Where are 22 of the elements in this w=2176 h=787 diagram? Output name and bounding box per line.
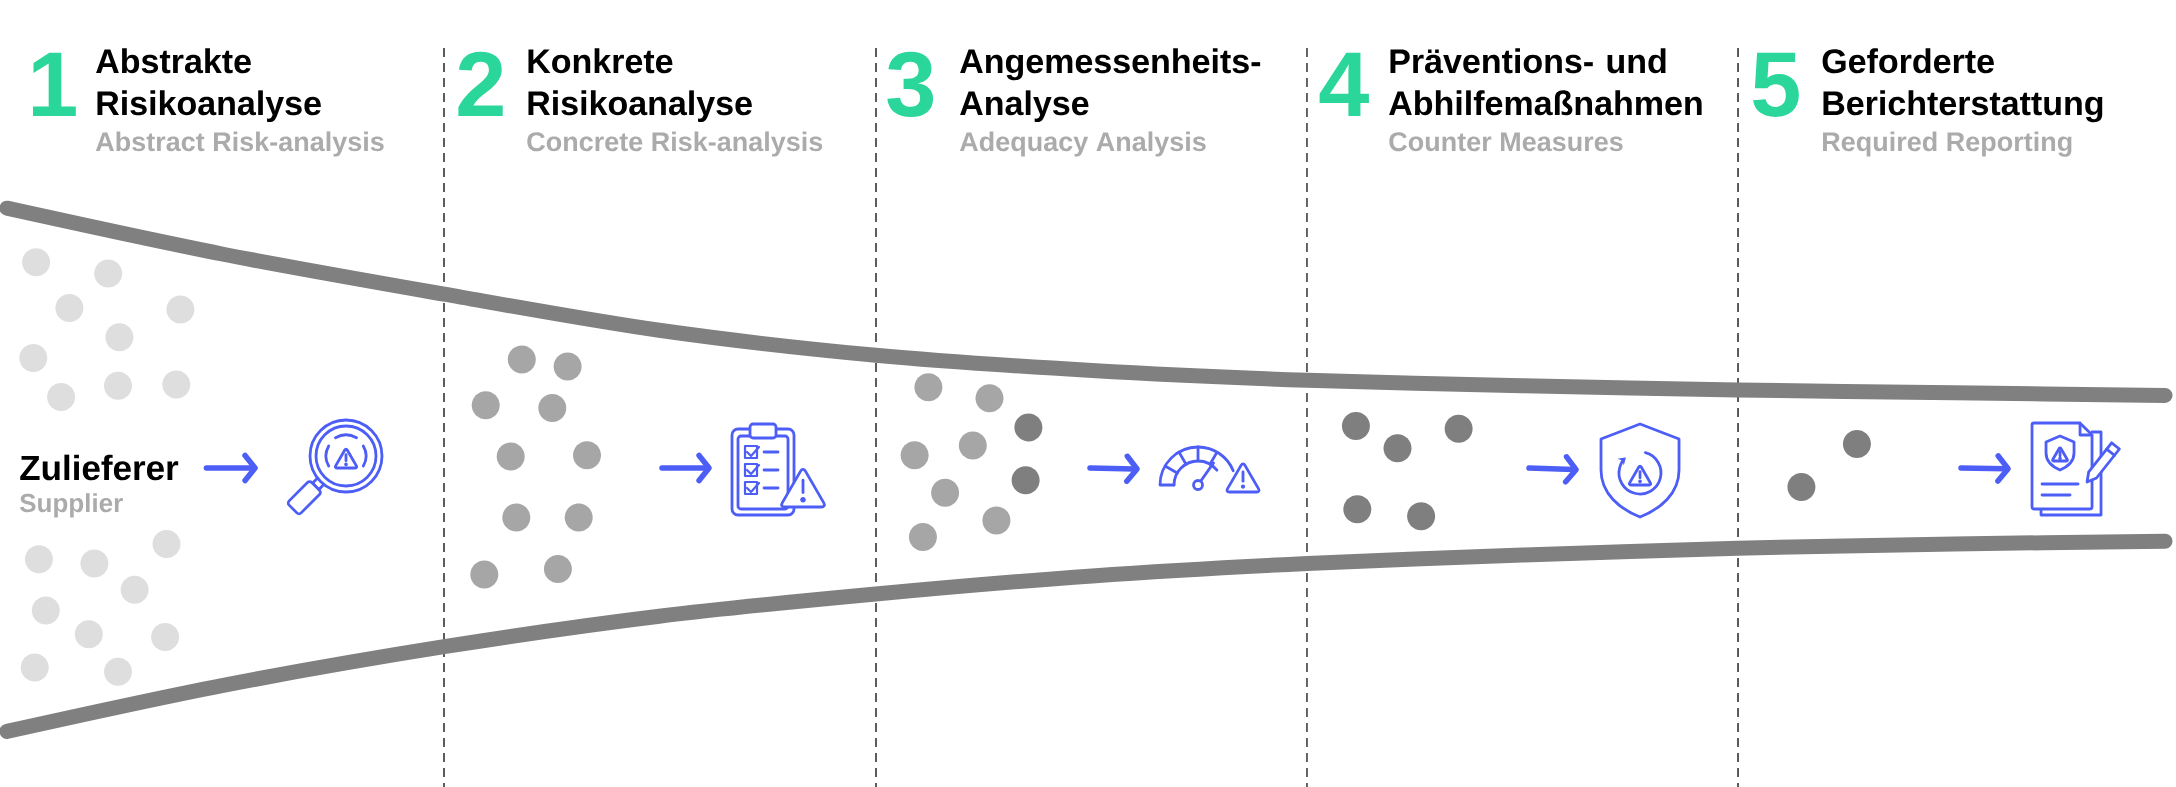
clipboard-icon	[730, 422, 826, 517]
step-number: 2	[458, 51, 503, 116]
step-number: 3	[887, 51, 934, 118]
step-number: 5	[1753, 52, 1799, 117]
node-label: Zulieferer	[20, 454, 179, 481]
step-title: Geforderte Berichterstattung	[1822, 48, 2103, 123]
step-title: Abstrakte Risikoanalyse	[96, 48, 321, 123]
gauge-icon	[1158, 445, 1261, 494]
step-subtitle: Counter Measures	[1389, 132, 1623, 152]
step-subtitle: Abstract Risk-analysis	[95, 131, 384, 157]
step-subtitle: Concrete Risk-analysis	[527, 131, 823, 157]
step-number: 4	[1319, 52, 1369, 116]
step-title: Angemessenheits- Analyse	[960, 48, 1261, 123]
shield-icon	[1599, 422, 1681, 519]
step-subtitle: Required Reporting	[1823, 131, 2072, 157]
step-title: Präventions- und Abhilfemaßnahmen	[1389, 48, 1702, 116]
magnifier-icon	[286, 418, 384, 516]
step-number: 1	[33, 52, 76, 116]
step-title: Konkrete Risikoanalyse	[528, 48, 752, 123]
node-sublabel: Supplier	[19, 493, 123, 518]
document-icon	[2030, 421, 2121, 517]
step-subtitle: Adequacy Analysis	[959, 131, 1206, 157]
